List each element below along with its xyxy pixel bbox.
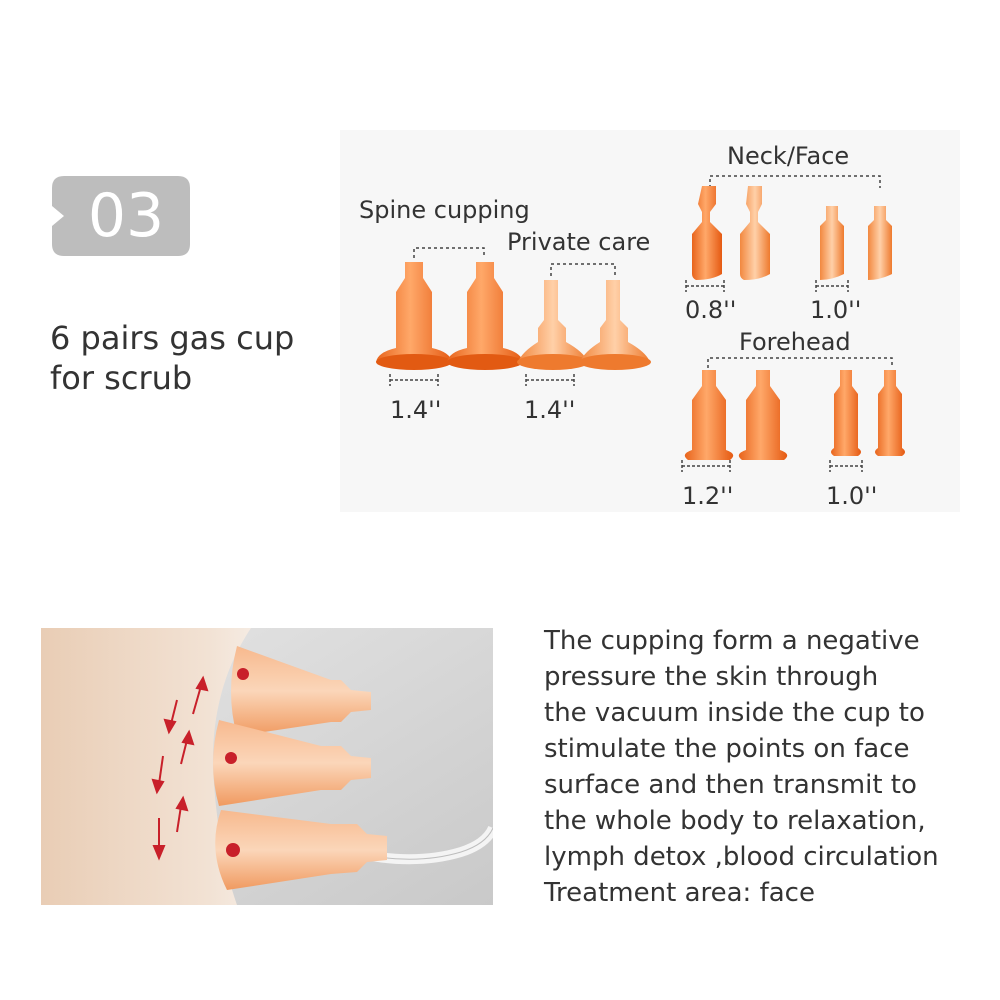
description-line-1: The cupping form a negative [544, 626, 920, 656]
applied-cup-middle [213, 720, 371, 806]
neck-size-a-label: 0.8'' [685, 296, 736, 324]
description-line-7: lymph detox ,blood circulation [544, 842, 939, 872]
forehead-cup-1 [684, 370, 734, 460]
product-tagline: 6 pairs gas cup for scrub [50, 318, 294, 398]
neck-size-b-label: 1.0'' [810, 296, 861, 324]
step-badge: 03 [52, 176, 190, 256]
description-line-8: Treatment area: face [544, 878, 815, 908]
description-line-5: surface and then transmit to [544, 770, 917, 800]
cup-product-panel: Spine cupping 1.4'' Private care 1.4'' N… [340, 130, 960, 512]
private-cup-right [579, 280, 651, 370]
neck-cup-1 [692, 186, 722, 280]
forehead-size-b-label: 1.0'' [826, 482, 877, 510]
applied-cup-bottom [215, 810, 387, 890]
forehead-label: Forehead [739, 328, 851, 356]
forehead-size-a-label: 1.2'' [682, 482, 733, 510]
spine-cup-left [376, 262, 452, 370]
step-number: 03 [87, 181, 165, 251]
forehead-cup-4 [875, 370, 905, 456]
neck-face-label: Neck/Face [727, 142, 849, 170]
spine-size-label: 1.4'' [390, 396, 441, 424]
cupping-on-skin-image [41, 628, 493, 905]
description-line-2: pressure the skin through [544, 662, 879, 692]
description-line-3: the vacuum inside the cup to [544, 698, 925, 728]
neck-cup-2 [740, 186, 770, 280]
usage-illustration [41, 628, 493, 905]
private-care-label: Private care [507, 228, 650, 256]
motion-arrows-icon [151, 675, 209, 861]
spine-cup-right [447, 262, 523, 370]
spine-cupping-label: Spine cupping [359, 196, 530, 224]
forehead-cup-3 [831, 370, 861, 456]
description-line-6: the whole body to relaxation, [544, 806, 926, 836]
badge-shape-icon [52, 176, 190, 256]
tagline-line-2: for scrub [50, 359, 193, 397]
neck-cup-3 [820, 206, 844, 280]
applied-cup-top [231, 646, 371, 736]
neck-cup-4 [868, 206, 892, 280]
forehead-cup-2 [738, 370, 788, 460]
private-cup-left [517, 280, 589, 370]
tagline-line-1: 6 pairs gas cup [50, 319, 295, 357]
private-size-label: 1.4'' [524, 396, 575, 424]
description-text: The cupping form a negative pressure the… [544, 623, 939, 911]
cup-illustration: Spine cupping 1.4'' Private care 1.4'' N… [359, 142, 905, 510]
description-line-4: stimulate the points on face [544, 734, 910, 764]
